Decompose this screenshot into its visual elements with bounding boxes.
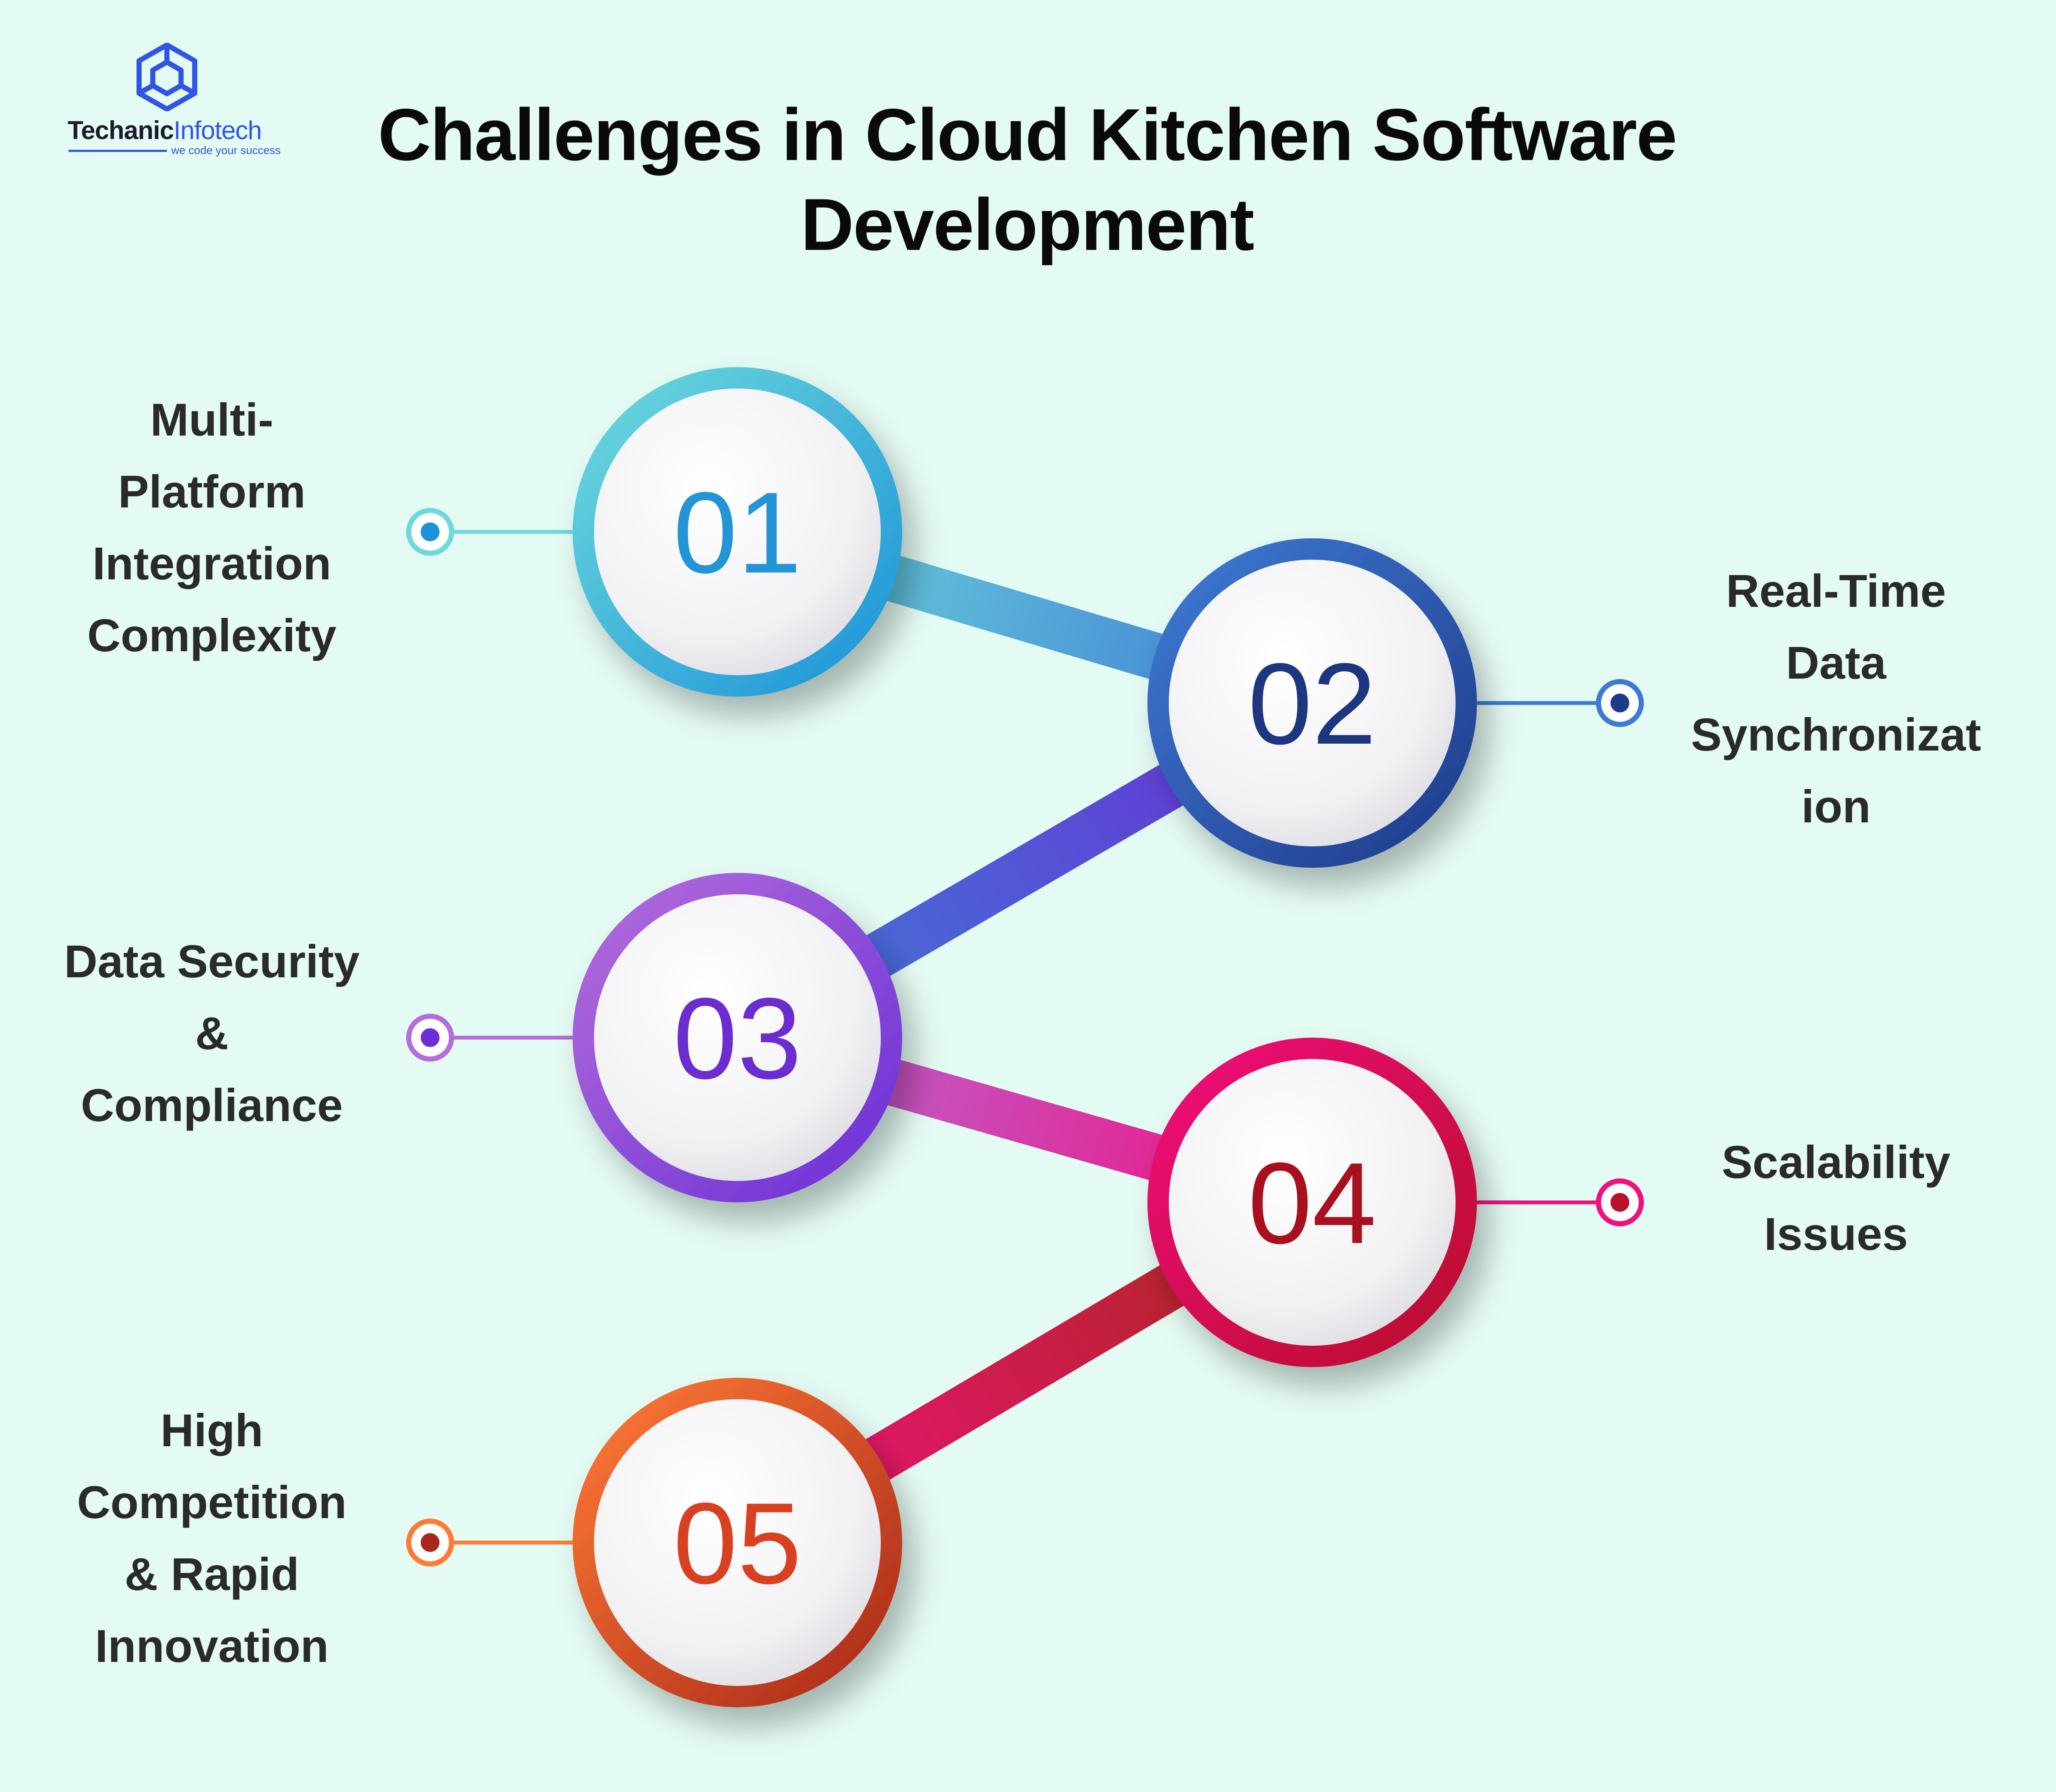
step-ring (1147, 538, 1477, 868)
leader-01 (406, 508, 573, 556)
step-ring (573, 367, 902, 697)
leader-dot-inner (421, 1028, 440, 1047)
circle-layer: 01 02 03 04 05 (573, 367, 1477, 1707)
logo-wordmark: TechanicInfotech (68, 116, 262, 145)
step-label-line: Data Security (64, 935, 360, 987)
logo-name-part2: Infotech (173, 116, 262, 145)
logo-tagline: we code your success (171, 144, 281, 157)
step-label-line: Platform (118, 466, 306, 517)
step-label-line: Integration (92, 537, 331, 589)
leader-04 (1477, 1178, 1644, 1226)
step-circle-02 (1147, 538, 1477, 868)
step-label-line: Competition (77, 1476, 347, 1528)
step-number-01: 01 (673, 469, 802, 597)
step-circle-04 (1147, 1038, 1477, 1367)
step-number-02: 02 (1248, 640, 1376, 768)
step-label-03: Data Security & Compliance (32, 926, 392, 1141)
page-title-line1: Challenges in Cloud Kitchen Software (378, 94, 1677, 176)
step-face (594, 389, 881, 675)
step-circle-01 (573, 367, 902, 697)
step-ring (573, 873, 902, 1202)
company-logo: TechanicInfotech we code your success (64, 43, 287, 163)
step-circle-03 (573, 873, 902, 1202)
step-label-line: Complexity (87, 609, 337, 661)
leader-dot-inner (1610, 1193, 1629, 1212)
step-label-line: & Rapid (124, 1548, 299, 1600)
step-label-line: Synchronizat (1691, 709, 1982, 760)
leader-02 (1477, 679, 1644, 727)
logo-underline (68, 150, 167, 152)
leader-dot-inner (421, 522, 440, 541)
page-title-line2: Development (800, 184, 1254, 266)
leader-dot-inner (421, 1533, 440, 1552)
step-face (1169, 560, 1456, 846)
step-ring (573, 1378, 902, 1707)
leader-layer (406, 508, 1644, 1567)
step-circle-05 (573, 1378, 902, 1707)
step-number-03: 03 (673, 974, 802, 1103)
step-face (1169, 1059, 1456, 1346)
step-label-line: Multi- (150, 394, 273, 445)
step-face (594, 1399, 881, 1686)
step-label-line: Scalability (1721, 1136, 1951, 1188)
step-label-line: Innovation (95, 1620, 329, 1672)
page-title: Challenges in Cloud Kitchen Software Dev… (300, 90, 1755, 270)
cube-logo-icon (137, 43, 197, 111)
logo-name-part1: Techanic (68, 116, 174, 145)
leader-05 (406, 1519, 573, 1567)
step-label-line: Real-Time (1726, 565, 1946, 617)
step-label-line: Data (1786, 637, 1887, 688)
step-label-line: ion (1801, 780, 1871, 832)
step-number-05: 05 (673, 1479, 802, 1608)
step-label-line: & (195, 1007, 229, 1059)
step-number-04: 04 (1248, 1139, 1376, 1268)
step-label-line: High (160, 1404, 263, 1456)
leader-dot-inner (1610, 694, 1629, 712)
step-ring (1147, 1038, 1477, 1367)
leader-03 (406, 1014, 573, 1062)
step-label-line: Issues (1764, 1208, 1908, 1260)
step-face (594, 894, 881, 1181)
step-label-line: Compliance (80, 1079, 343, 1131)
